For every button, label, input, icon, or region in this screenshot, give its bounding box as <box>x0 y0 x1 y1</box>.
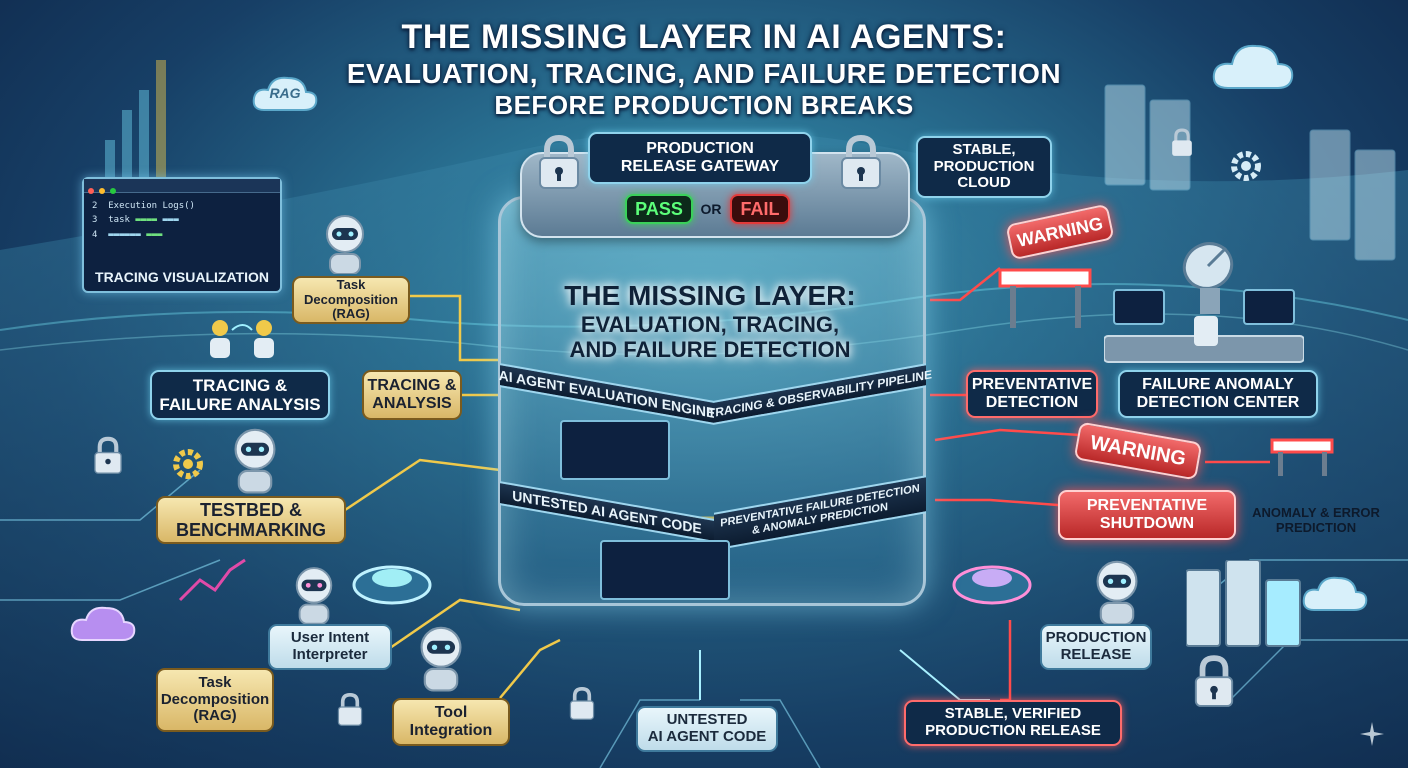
tower-title: The Missing Layer: Evaluation, Tracing, … <box>520 280 900 363</box>
stable-production-cloud-label: Stable, Production Cloud <box>916 136 1052 198</box>
anomaly-prediction-line1: Anomaly & Error <box>1252 505 1380 520</box>
testbed-benchmarking-label: Testbed & Benchmarking <box>156 496 346 544</box>
tracing-visualization-label: Tracing Visualization <box>95 269 269 285</box>
robot-icon <box>228 424 282 498</box>
untested-code-line1: Untested <box>666 711 748 729</box>
window-minimize-icon <box>99 188 105 194</box>
server-rack-icon <box>1185 559 1306 654</box>
anomaly-prediction-line2: Prediction <box>1275 519 1357 535</box>
task-decomp-bottom-line3: (RAG) <box>193 707 237 725</box>
satellite-dish-icon <box>1176 236 1246 320</box>
cloud-box-line1: Stable, <box>952 140 1016 158</box>
production-release-line1: Production <box>1045 629 1147 647</box>
failure-center-line1: Failure Anomaly <box>1142 376 1294 394</box>
stable-release-line1: Stable, Verified <box>944 705 1082 723</box>
gear-icon <box>1226 146 1266 190</box>
padlock-icon <box>1192 654 1236 714</box>
execution-log-window: 2 Execution Logs() 3 task ▬▬▬▬ ▬▬▬ 4 ▬▬▬… <box>82 177 282 293</box>
tool-integration-line1: Tool <box>434 704 468 722</box>
cloud-icon <box>1210 36 1296 98</box>
task-decomp-bottom-line2: Decomposition <box>160 690 270 708</box>
fail-badge: FAIL <box>730 194 790 224</box>
anomaly-error-prediction-label: Anomaly & Error Prediction <box>1242 505 1390 536</box>
padlock-icon <box>1170 128 1194 162</box>
or-text: OR <box>700 201 722 217</box>
stable-release-line2: Production Release <box>925 722 1101 739</box>
robot-icon <box>290 564 338 628</box>
tool-integration-line2: Integration <box>409 722 493 739</box>
cloud-box-line3: Cloud <box>957 174 1011 192</box>
tower-title-line1: The Missing Layer: <box>564 280 856 311</box>
window-close-icon <box>88 188 94 194</box>
log-line2: task <box>108 215 130 226</box>
tracing-failure-line1: Tracing & <box>192 375 288 395</box>
failure-center-line2: Detection Center <box>1136 394 1300 411</box>
log-line-number: 3 <box>92 215 98 226</box>
log-code: 2 Execution Logs() 3 task ▬▬▬▬ ▬▬▬ 4 ▬▬▬… <box>92 201 195 240</box>
preventative-shutdown-label: Preventative Shutdown <box>1058 490 1236 540</box>
preventative-detection-line2: Detection <box>985 394 1079 411</box>
collaboration-icon <box>206 316 280 366</box>
padlock-icon <box>568 686 596 726</box>
cloud-box-line2: Production <box>933 157 1035 175</box>
main-title-line2: Evaluation, Tracing, and Failure Detecti… <box>346 58 1062 89</box>
log-line1: Execution Logs() <box>108 201 195 211</box>
task-decomp-top-line3: (RAG) <box>332 306 370 322</box>
production-release-gateway-label: Production Release Gateway <box>588 132 812 184</box>
tool-integration-label: Tool Integration <box>392 698 510 746</box>
production-release-label: Production Release <box>1040 624 1152 670</box>
tracing-failure-line2: Failure Analysis <box>159 395 321 414</box>
tower-title-line2: Evaluation, Tracing, <box>580 312 840 338</box>
rag-cloud-label: RAG <box>269 85 301 101</box>
log-window-titlebar <box>84 179 280 194</box>
tracing-analysis-line1: Tracing & <box>367 377 457 395</box>
testbed-line1: Testbed & <box>199 499 302 520</box>
robot-icon <box>414 622 468 696</box>
task-decomp-top-line1: Task <box>336 277 366 293</box>
window-maximize-icon <box>110 188 116 194</box>
untested-code-line2: AI Agent Code <box>647 728 767 745</box>
task-decomp-top-line2: Decomposition <box>304 291 398 307</box>
log-line-number: 2 <box>92 201 98 211</box>
tracing-analysis-line2: Analysis <box>372 395 452 412</box>
code-screen <box>560 420 670 480</box>
main-title-line1: The Missing Layer in AI Agents: <box>401 18 1007 56</box>
untested-code-label: Untested AI Agent Code <box>636 706 778 752</box>
tracing-failure-analysis-label: Tracing & Failure Analysis <box>150 370 330 420</box>
log-line-number: 4 <box>92 229 98 240</box>
control-desk-icon <box>1103 286 1305 370</box>
preventative-detection-line1: Preventative <box>971 376 1093 394</box>
gateway-line1: Production <box>646 140 754 158</box>
user-intent-line2: Interpreter <box>292 646 368 663</box>
user-intent-interpreter-label: User Intent Interpreter <box>268 624 392 670</box>
task-decomp-bottom-line1: Task <box>198 673 232 691</box>
code-screen <box>600 540 730 600</box>
pass-badge: PASS <box>625 194 693 224</box>
stable-verified-release-label: Stable, Verified Production Release <box>904 700 1122 746</box>
robot-icon <box>1090 556 1144 630</box>
padlock-icon <box>336 692 364 732</box>
sparkle-icon <box>1360 722 1384 750</box>
gear-icon <box>168 444 208 488</box>
tracing-analysis-label: Tracing & Analysis <box>362 370 462 420</box>
preventative-shutdown-line1: Preventative <box>1086 497 1208 515</box>
user-intent-line1: User Intent <box>290 629 370 647</box>
gateway-line2: Release Gateway <box>620 158 780 175</box>
padlock-icon <box>536 134 582 196</box>
tower-title-line3: and Failure Detection <box>569 337 851 363</box>
padlock-icon <box>838 134 884 196</box>
testbed-line2: Benchmarking <box>176 520 326 540</box>
preventative-shutdown-line2: Shutdown <box>1099 515 1195 532</box>
task-decomposition-top-label: Task Decomposition (RAG) <box>292 276 410 324</box>
cloud-icon <box>68 600 138 650</box>
cloud-icon <box>1300 570 1370 620</box>
robot-icon <box>320 212 370 278</box>
padlock-icon <box>92 436 124 480</box>
production-release-line2: Release <box>1060 646 1132 663</box>
preventative-detection-label: Preventative Detection <box>966 370 1098 418</box>
task-decomposition-bottom-label: Task Decomposition (RAG) <box>156 668 274 732</box>
rag-cloud-icon: RAG <box>250 70 320 116</box>
failure-anomaly-center-label: Failure Anomaly Detection Center <box>1118 370 1318 418</box>
main-title-line3: Before Production Breaks <box>494 90 914 120</box>
